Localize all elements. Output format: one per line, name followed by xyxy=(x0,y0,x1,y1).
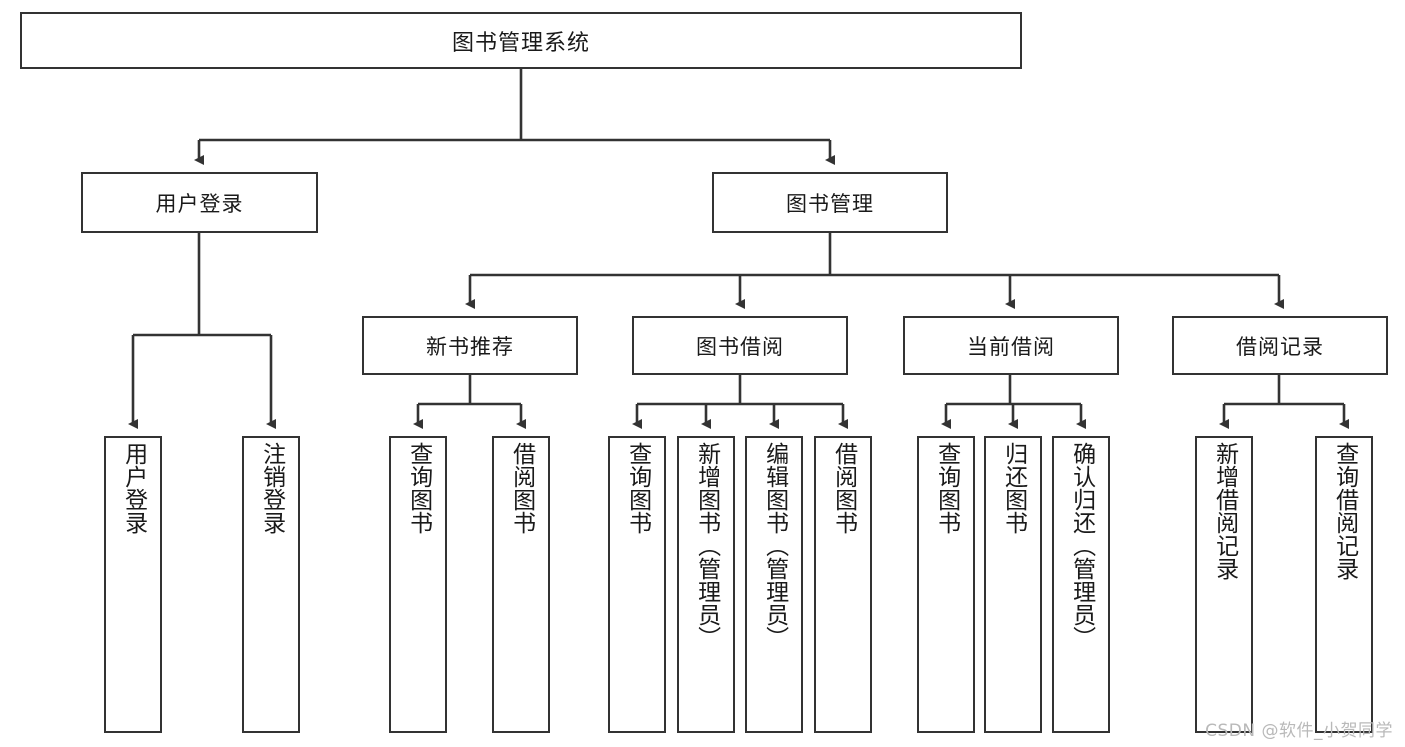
node-book-manage[interactable]: 图书管理 xyxy=(712,172,948,233)
node-leaf-borrow-book-2[interactable]: 借阅图书 xyxy=(814,436,872,733)
node-leaf-query-book-1-label: 查询图书 xyxy=(405,442,432,534)
node-leaf-confirm-return[interactable]: 确认归还（管理员） xyxy=(1052,436,1110,733)
node-leaf-borrow-book-2-label: 借阅图书 xyxy=(830,442,857,534)
node-leaf-return-book-label: 归还图书 xyxy=(1000,442,1027,534)
node-new-book-recommend-label: 新书推荐 xyxy=(426,334,514,359)
node-leaf-user-login[interactable]: 用户登录 xyxy=(104,436,162,733)
node-user-login-label: 用户登录 xyxy=(155,191,244,216)
node-leaf-borrow-book-1-label: 借阅图书 xyxy=(508,442,535,534)
node-root-label: 图书管理系统 xyxy=(451,30,590,56)
node-leaf-edit-book[interactable]: 编辑图书（管理员） xyxy=(745,436,803,733)
node-book-borrow[interactable]: 图书借阅 xyxy=(632,316,848,375)
node-root[interactable]: 图书管理系统 xyxy=(20,12,1022,69)
node-borrow-record[interactable]: 借阅记录 xyxy=(1172,316,1388,375)
node-leaf-query-book-3[interactable]: 查询图书 xyxy=(917,436,975,733)
node-borrow-record-label: 借阅记录 xyxy=(1236,334,1324,359)
node-book-manage-label: 图书管理 xyxy=(786,191,874,216)
node-leaf-add-record[interactable]: 新增借阅记录 xyxy=(1195,436,1253,733)
node-leaf-user-login-label: 用户登录 xyxy=(120,442,147,534)
node-book-borrow-label: 图书借阅 xyxy=(696,334,784,359)
node-leaf-query-book-3-label: 查询图书 xyxy=(933,442,960,534)
node-leaf-query-record-label: 查询借阅记录 xyxy=(1331,442,1358,580)
node-leaf-user-logout-label: 注销登录 xyxy=(258,442,285,534)
node-leaf-query-book-2[interactable]: 查询图书 xyxy=(608,436,666,733)
node-leaf-query-book-2-label: 查询图书 xyxy=(624,442,651,534)
node-current-borrow[interactable]: 当前借阅 xyxy=(903,316,1119,375)
csdn-watermark: CSDN @软件_小贺同学 xyxy=(1205,721,1393,741)
node-user-login[interactable]: 用户登录 xyxy=(81,172,318,233)
node-leaf-user-logout[interactable]: 注销登录 xyxy=(242,436,300,733)
node-leaf-confirm-return-label: 确认归还（管理员） xyxy=(1068,442,1095,649)
node-leaf-return-book[interactable]: 归还图书 xyxy=(984,436,1042,733)
node-leaf-query-book-1[interactable]: 查询图书 xyxy=(389,436,447,733)
node-leaf-add-record-label: 新增借阅记录 xyxy=(1211,442,1238,580)
node-new-book-recommend[interactable]: 新书推荐 xyxy=(362,316,578,375)
node-leaf-query-record[interactable]: 查询借阅记录 xyxy=(1315,436,1373,733)
node-leaf-edit-book-label: 编辑图书（管理员） xyxy=(761,442,788,649)
node-leaf-add-book-label: 新增图书（管理员） xyxy=(693,442,720,649)
node-leaf-borrow-book-1[interactable]: 借阅图书 xyxy=(492,436,550,733)
node-current-borrow-label: 当前借阅 xyxy=(967,334,1055,359)
node-leaf-add-book[interactable]: 新增图书（管理员） xyxy=(677,436,735,733)
